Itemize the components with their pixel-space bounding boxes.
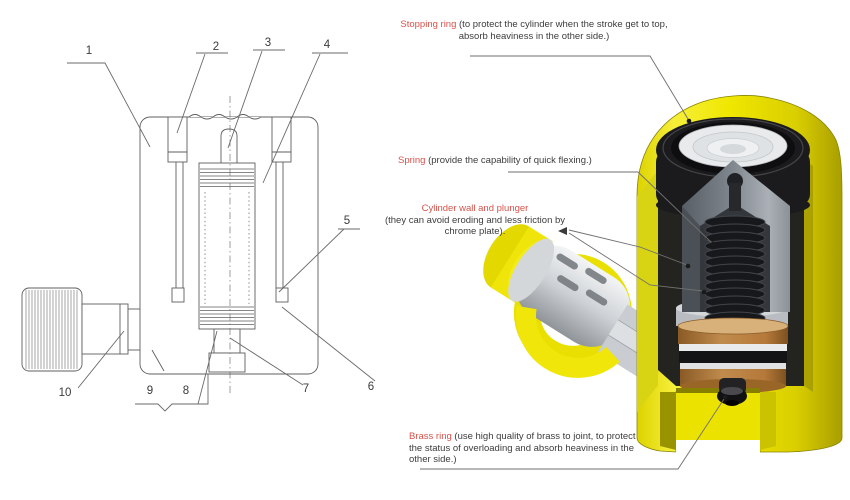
callout-9: 9	[146, 385, 154, 397]
cutaway-render	[420, 55, 843, 470]
bottom-notch	[660, 378, 776, 455]
callout-leader-lines	[67, 49, 376, 412]
spring-3d	[704, 173, 766, 325]
callout-7: 7	[302, 383, 310, 395]
annotation-spring-desc: (provide the capability of quick flexing…	[428, 155, 592, 166]
annotation-stopping-ring: Stopping ring (to protect the cylinder w…	[398, 19, 670, 42]
annotation-cylinder-wall-term: Cylinder wall and plunger	[421, 203, 529, 214]
callout-2: 2	[212, 41, 220, 53]
callout-4: 4	[323, 39, 331, 51]
annotation-leader-lines	[420, 55, 725, 470]
annotation-brass-ring: Brass ring (use high quality of brass to…	[409, 431, 645, 466]
callout-1: 1	[85, 45, 93, 57]
callout-3: 3	[264, 37, 272, 49]
saddle-top-3d	[678, 124, 788, 168]
annotation-spring: Spring (provide the capability of quick …	[398, 155, 658, 167]
annotation-cylinder-wall-desc: (they can avoid eroding and less frictio…	[384, 214, 566, 238]
callout-6: 6	[367, 381, 375, 393]
annotation-brass-ring-term: Brass ring	[409, 431, 452, 442]
callout-5: 5	[343, 215, 351, 227]
annotation-stopping-ring-term: Stopping ring	[400, 19, 457, 30]
annotation-stopping-ring-desc: (to protect the cylinder when the stroke…	[458, 19, 668, 42]
annotation-brass-ring-desc: (use high quality of brass to joint, to …	[409, 431, 636, 465]
line-drawing-view	[21, 49, 376, 412]
cylinder-body-drawing	[139, 96, 319, 396]
callout-8: 8	[182, 385, 190, 397]
annotation-dots	[685, 118, 728, 400]
bottom-knob-3d	[717, 378, 747, 406]
annotation-cylinder-wall: Cylinder wall and plunger (they can avoi…	[383, 203, 567, 238]
callout-10: 10	[58, 387, 72, 399]
coupler-3d	[483, 224, 683, 382]
annotation-spring-term: Spring	[398, 155, 426, 166]
